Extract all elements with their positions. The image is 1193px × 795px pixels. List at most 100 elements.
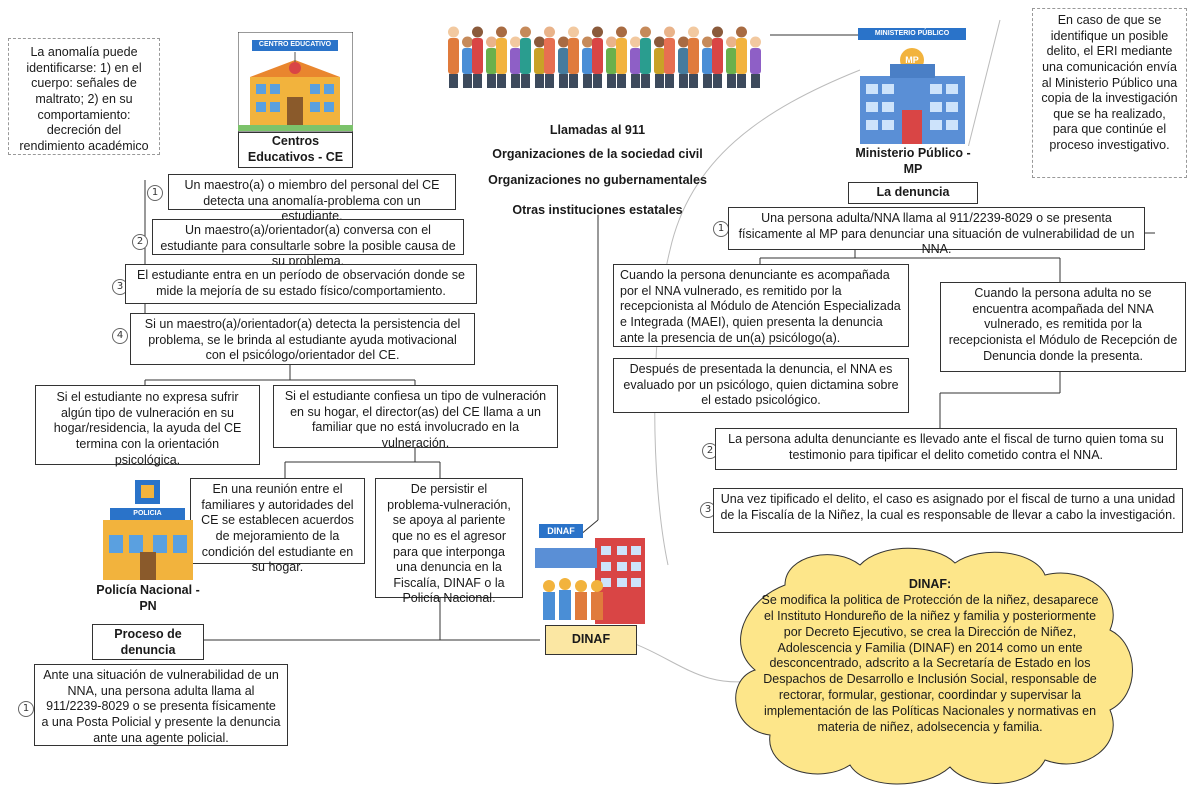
person-body <box>510 48 521 74</box>
person-head <box>534 36 545 48</box>
person-body <box>726 48 737 74</box>
school-label-text: Centros Educativos - CE <box>247 134 344 164</box>
person-legs <box>497 74 506 88</box>
ce-branch-no: Si el estudiante no expresa sufrir algún… <box>35 385 260 467</box>
person-head <box>726 36 737 48</box>
dinaf-label: DINAF <box>545 625 637 655</box>
person-legs <box>737 74 746 88</box>
mp-badge: MP <box>905 55 919 65</box>
person-legs <box>511 74 520 88</box>
person-body <box>462 48 473 74</box>
mp-no-accomp-text: Cuando la persona adulta no se encuentra… <box>948 286 1178 363</box>
person-body <box>558 48 569 74</box>
mp-step-2-number: 2 <box>702 443 718 459</box>
mp-accomp: Cuando la persona denunciante es acompañ… <box>613 264 909 347</box>
person-legs <box>641 74 650 88</box>
ce-persist-text: De persistir el problema-vulneración, se… <box>387 482 511 606</box>
person-legs <box>727 74 736 88</box>
person-body <box>640 38 651 74</box>
mp-psych-text: Después de presentada la denuncia, el NN… <box>623 362 899 408</box>
ce-step-3: El estudiante entra en un período de obs… <box>125 264 477 304</box>
mp-step-1-text: Una persona adulta/NNA llama al 911/2239… <box>738 211 1135 257</box>
ce-step-1-text: Un maestro(a) o miembro del personal del… <box>184 178 440 224</box>
person-body <box>736 38 747 74</box>
ce-step-4-text: Si un maestro(a)/orientador(a) detecta l… <box>144 317 461 363</box>
person-legs <box>593 74 602 88</box>
person-legs <box>655 74 664 88</box>
person-legs <box>703 74 712 88</box>
person-head <box>592 26 603 38</box>
ce-meeting: En una reunión entre el familiares y aut… <box>190 478 365 574</box>
school-label: Centros Educativos - CE <box>238 132 353 168</box>
dinaf-sign: DINAF <box>547 526 575 536</box>
person-body <box>472 38 483 74</box>
mp-step-1-number: 1 <box>713 221 729 237</box>
pn-step-1: Ante una situación de vulnerabilidad de … <box>34 664 288 746</box>
person-head <box>558 36 569 48</box>
person-legs <box>535 74 544 88</box>
school-sign: CENTRO EDUCATIVO <box>258 41 332 48</box>
person-head <box>510 36 521 48</box>
person-head <box>496 26 507 38</box>
person-head <box>462 36 473 48</box>
police-sub: Proceso de denuncia <box>92 624 204 660</box>
mp-step-2-text: La persona adulta denunciante es llevado… <box>728 432 1164 462</box>
person-legs <box>559 74 568 88</box>
mp-step-3-text: Una vez tipificado el delito, el caso es… <box>720 492 1176 522</box>
person-legs <box>449 74 458 88</box>
mp-accomp-text: Cuando la persona denunciante es acompañ… <box>620 268 901 345</box>
person-body <box>448 38 459 74</box>
person-head <box>702 36 713 48</box>
ministerio-label: Ministerio Público - MP <box>848 146 978 180</box>
person-legs <box>607 74 616 88</box>
person-body <box>582 48 593 74</box>
person-head <box>654 36 665 48</box>
person-body <box>534 48 545 74</box>
person-head <box>640 26 651 38</box>
person-legs <box>631 74 640 88</box>
ministerio-sub-text: La denuncia <box>876 185 950 199</box>
person-legs <box>463 74 472 88</box>
person-head <box>664 26 675 38</box>
ministerio-sign: MINISTERIO PÚBLICO <box>874 30 950 37</box>
person-head <box>544 26 555 38</box>
person-body <box>678 48 689 74</box>
person-body <box>592 38 603 74</box>
person-body <box>702 48 713 74</box>
ce-step-4-number: 4 <box>112 328 128 344</box>
pn-step-1-text: Ante una situación de vulnerabilidad de … <box>41 668 281 745</box>
note-anomaly-text: La anomalía puede identificarse: 1) en e… <box>19 45 149 153</box>
person-head <box>472 26 483 38</box>
ce-step-2: Un maestro(a)/orientador(a) conversa con… <box>152 219 464 268</box>
ce-step-2-text: Un maestro(a)/orientador(a) conversa con… <box>160 223 456 269</box>
police-sub-text: Proceso de denuncia <box>114 627 182 657</box>
police-label-text: Policía Nacional - PN <box>96 583 200 613</box>
center-item-911: Llamadas al 911 <box>549 123 646 137</box>
person-head <box>582 36 593 48</box>
dinaf-cloud-text: DINAF: Se modifica la politica de Protec… <box>760 577 1100 736</box>
ce-branch-yes-text: Si el estudiante confiesa un tipo de vul… <box>284 389 547 450</box>
dinaf-building-icon: DINAF <box>535 524 650 624</box>
person-legs <box>545 74 554 88</box>
person-head <box>486 36 497 48</box>
person-head <box>606 36 617 48</box>
school-building-icon: CENTRO EDUCATIVO <box>237 31 354 133</box>
person-head <box>736 26 747 38</box>
ce-step-4: Si un maestro(a)/orientador(a) detecta l… <box>130 313 475 365</box>
ministerio-label-text: Ministerio Público - MP <box>855 146 971 176</box>
police-label: Policía Nacional - PN <box>88 583 208 617</box>
person-body <box>630 48 641 74</box>
person-legs <box>751 74 760 88</box>
person-head <box>616 26 627 38</box>
person-body <box>496 38 507 74</box>
person-body <box>606 48 617 74</box>
person-body <box>750 48 761 74</box>
person-legs <box>665 74 674 88</box>
pn-step-1-number: 1 <box>18 701 34 717</box>
person-head <box>520 26 531 38</box>
person-body <box>664 38 675 74</box>
police-sign: POLICIA <box>133 510 162 517</box>
mp-step-3: Una vez tipificado el delito, el caso es… <box>713 488 1183 533</box>
person-body <box>568 38 579 74</box>
ce-branch-yes: Si el estudiante confiesa un tipo de vul… <box>273 385 558 450</box>
